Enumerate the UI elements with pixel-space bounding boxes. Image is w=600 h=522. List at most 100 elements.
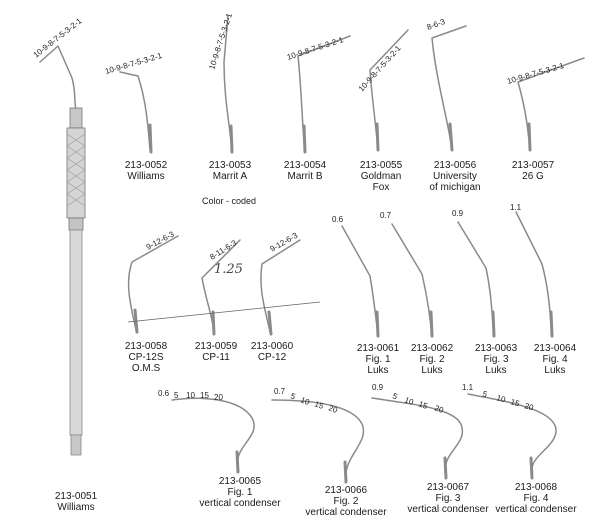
code-213-0067: 213-0067 [426,482,470,493]
name-213-0057: 26 G [522,171,544,182]
code-213-0052: 213-0052 [124,160,168,171]
marking-213-0063: 0.9 [452,209,464,218]
code-213-0064: 213-0064 [533,343,577,354]
marking-213-0066-d: 15 [313,399,325,411]
condenser-213-0066 [271,399,365,484]
marking-213-0066-e: 20 [327,403,339,415]
marking-213-0067-d: 15 [417,399,429,411]
marking-213-0064: 1.1 [510,203,522,212]
probe-213-0052 [119,71,153,154]
probe-213-0063 [457,221,496,338]
code-213-0058: 213-0058 [124,341,168,352]
name-213-0058: CP-12S [128,352,164,363]
caption-213-0053: 213-0053 Marrit A [209,160,251,182]
name-213-0060: CP-12 [257,352,287,363]
pen-stroke [127,301,321,323]
marking-213-0067-a: 0.9 [372,383,384,392]
marking-213-0065-d: 15 [200,391,209,400]
probe-213-0060 [260,239,301,336]
marking-213-0068-c: 10 [495,393,507,404]
marking-213-0068-b: 5 [481,389,488,399]
code-213-0059: 213-0059 [194,341,238,352]
name-213-0067: vertical condenser [407,504,489,515]
marking-213-0068-e: 20 [523,401,535,412]
caption-213-0060: 213-0060 CP-12 [251,341,293,363]
name2-213-0056: of michigan [429,182,481,193]
caption-213-0061: 213-0061 Fig. 1 Luks [357,343,399,376]
marking-213-0068-a: 1.1 [462,383,474,392]
fig-213-0064: Fig. 4 [542,354,568,365]
caption-213-0059: 213-0059 CP-11 [195,341,237,363]
marking-213-0066-b: 5 [289,391,297,401]
name-213-0064: Luks [544,365,566,376]
probe-213-0054 [297,35,351,154]
name2-213-0058: O.M.S [131,363,161,374]
marking-213-0067-b: 5 [391,391,399,401]
caption-213-0067: 213-0067 Fig. 3 vertical condenser [407,482,488,515]
caption-213-0065: 213-0065 Fig. 1 vertical condenser [199,476,280,509]
probe-213-0057 [517,57,585,152]
condenser-213-0068 [467,393,557,480]
code-213-0056: 213-0056 [433,160,477,171]
code-213-0057: 213-0057 [511,160,555,171]
marking-213-0068-d: 15 [509,397,521,408]
caption-213-0052: 213-0052 Williams [125,160,167,182]
marking-213-0055: 10-9-8-7-5-3-2-1 [357,43,403,93]
code-213-0053: 213-0053 [208,160,252,171]
marking-213-0065-e: 20 [214,393,223,402]
caption-213-0063: 213-0063 Fig. 3 Luks [475,343,517,376]
condenser-213-0065 [171,397,255,474]
probe-213-0061 [341,225,380,338]
marking-213-0066-c: 10 [299,395,311,407]
code-213-0061: 213-0061 [356,343,400,354]
code-213-0054: 213-0054 [283,160,327,171]
marking-213-0056: 8-6-3 [426,17,447,32]
code-213-0051: 213-0051 [54,491,98,502]
code-213-0062: 213-0062 [410,343,454,354]
marking-213-0066-a: 0.7 [274,387,286,396]
name-213-0063: Luks [485,365,507,376]
marking-213-0052: 10-9-8-7-5-3-2-1 [104,51,163,76]
name-213-0052: Williams [127,171,165,182]
name-213-0062: Luks [421,365,443,376]
caption-213-0066: 213-0066 Fig. 2 vertical condenser [305,485,386,518]
fig-213-0068: Fig. 4 [523,493,549,504]
condenser-213-0067 [371,397,464,480]
marking-213-0051: 10-9-8-7-5-3-2-1 [32,16,84,60]
name-213-0068: vertical condenser [495,504,577,515]
probe-213-0062 [391,223,434,338]
color-coded-label: Color - coded [202,196,257,206]
caption-213-0062: 213-0062 Fig. 2 Luks [411,343,453,376]
name-213-0065: vertical condenser [199,498,281,509]
code-213-0068: 213-0068 [514,482,558,493]
code-213-0066: 213-0066 [324,485,368,496]
fig-213-0063: Fig. 3 [483,354,509,365]
name-213-0055: Goldman [360,171,402,182]
probe-213-0064 [515,211,554,338]
caption-213-0054: 213-0054 Marrit B [284,160,326,182]
marking-213-0061: 0.6 [332,215,344,224]
caption-213-0058: 213-0058 CP-12S O.M.S [125,341,167,374]
fig-213-0067: Fig. 3 [435,493,461,504]
caption-213-0056: 213-0056 University of michigan [429,160,480,193]
code-213-0055: 213-0055 [359,160,403,171]
caption-213-0051: 213-0051 Williams [55,491,97,513]
marking-213-0054: 10-9-8-7-5-3-2-1 [286,35,345,62]
name-213-0059: CP-11 [202,352,230,363]
probe-213-0059 [201,239,241,336]
name-213-0053: Marrit A [212,171,248,182]
fig-213-0062: Fig. 2 [419,354,445,365]
caption-213-0068: 213-0068 Fig. 4 vertical condenser [495,482,576,515]
name-213-0051: Williams [57,502,95,513]
marking-213-0062: 0.7 [380,211,392,220]
name-213-0056: University [433,171,477,182]
fig-213-0066: Fig. 2 [333,496,359,507]
caption-213-0057: 213-0057 26 G [512,160,554,182]
probe-213-0056 [431,25,467,152]
marking-213-0065-a: 0.6 [158,389,170,398]
code-213-0060: 213-0060 [250,341,294,352]
handwritten-note: 1.25 [214,262,243,277]
fig-213-0065: Fig. 1 [227,487,253,498]
fig-213-0061: Fig. 1 [365,354,391,365]
